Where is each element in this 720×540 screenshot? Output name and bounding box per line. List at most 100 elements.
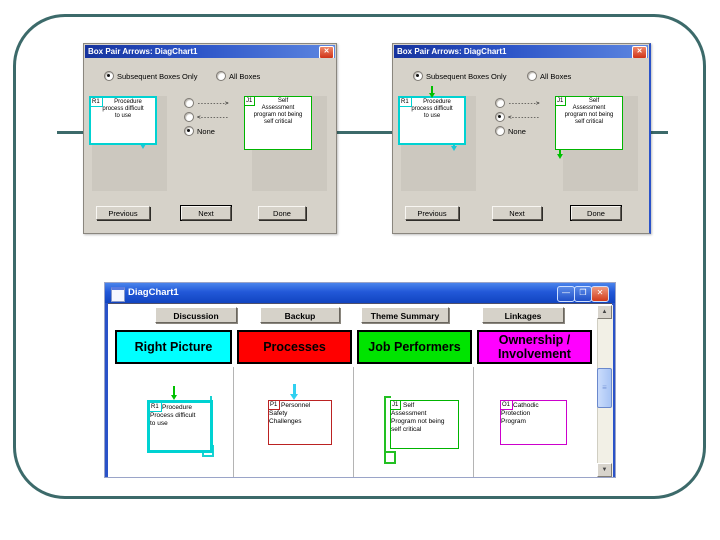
radio-icon[interactable] <box>495 98 505 108</box>
column-header-right-picture[interactable]: Right Picture <box>115 330 232 364</box>
radio-label: <--------- <box>508 113 540 121</box>
scroll-up-icon[interactable]: ▲ <box>597 305 612 319</box>
column-divider <box>233 367 234 477</box>
column-divider <box>473 367 474 477</box>
box-r1[interactable]: R1 Procedure process difficult to use <box>398 96 466 145</box>
box-r1[interactable]: R1 Procedure Process difficult to use <box>147 400 213 453</box>
radio-label: Subsequent Boxes Only <box>426 71 507 81</box>
discussion-button[interactable]: Discussion <box>155 307 237 323</box>
window-border-right <box>612 303 615 477</box>
radio-label: None <box>508 126 526 136</box>
dialog-titlebar[interactable]: Box Pair Arrows: DiagChart1 ✕ <box>394 45 648 58</box>
green-arrow-stem-icon <box>559 148 561 154</box>
box-text: Protection <box>501 410 531 417</box>
box-text: Personnel <box>281 402 311 409</box>
scroll-down-icon[interactable]: ▼ <box>597 463 612 477</box>
box-text: to use <box>150 420 168 427</box>
box-id: J1 <box>245 97 256 106</box>
window-title: DiagChart1 <box>128 287 179 298</box>
linkages-button[interactable]: Linkages <box>482 307 564 323</box>
restore-icon[interactable]: ❐ <box>574 286 592 302</box>
radio-arrow-right[interactable]: ---------> <box>495 98 540 108</box>
green-arrow-down-icon <box>557 154 563 159</box>
close-icon[interactable]: ✕ <box>632 46 647 58</box>
backup-button[interactable]: Backup <box>260 307 340 323</box>
radio-icon[interactable] <box>495 126 505 136</box>
radio-none[interactable]: None <box>495 126 526 136</box>
radio-icon[interactable] <box>184 112 194 122</box>
close-icon[interactable]: ✕ <box>591 286 609 302</box>
radio-label: All Boxes <box>540 71 572 81</box>
column-header-processes[interactable]: Processes <box>237 330 352 364</box>
radio-icon[interactable] <box>104 71 114 81</box>
scrollbar-thumb[interactable]: ≡ <box>597 368 612 408</box>
radio-all-boxes[interactable]: All Boxes <box>216 71 260 81</box>
box-j1[interactable]: J1 Self Assessment program not being sel… <box>555 96 623 150</box>
box-o1[interactable]: O1 Cathodic Protection Program <box>500 400 567 445</box>
radio-arrow-left[interactable]: <--------- <box>495 112 540 122</box>
radio-icon[interactable] <box>184 98 194 108</box>
radio-label: None <box>197 126 215 136</box>
column-header-ownership[interactable]: Ownership / Involvement <box>477 330 592 364</box>
box-text: to use <box>114 113 132 119</box>
box-text: self critical <box>263 119 292 125</box>
next-button[interactable]: Next <box>492 206 542 220</box>
document-icon <box>111 287 125 302</box>
dialog-titlebar[interactable]: Box Pair Arrows: DiagChart1 ✕ <box>85 45 335 58</box>
radio-label: Subsequent Boxes Only <box>117 71 198 81</box>
box-text: process difficult <box>411 106 453 112</box>
box-j1[interactable]: J1 Self Assessment Program not being sel… <box>390 400 459 449</box>
box-r1[interactable]: R1 Procedure process difficult to use <box>89 96 157 145</box>
dialog-title: Box Pair Arrows: DiagChart1 <box>88 47 198 56</box>
box-id: R1 <box>91 98 103 107</box>
box-pair-arrows-dialog-2: Box Pair Arrows: DiagChart1 ✕ Subsequent… <box>392 43 651 234</box>
box-text: Program <box>501 418 526 425</box>
box-text: program not being <box>253 112 303 118</box>
box-id: P1 <box>269 401 281 410</box>
box-id: R1 <box>150 403 162 412</box>
green-bracket-line <box>384 396 386 459</box>
box-p1[interactable]: P1 Personnel Safety Challenges <box>268 400 332 445</box>
column-divider <box>353 367 354 477</box>
done-button[interactable]: Done <box>571 206 621 220</box>
box-text: to use <box>423 113 441 119</box>
next-button[interactable]: Next <box>181 206 231 220</box>
radio-label: ---------> <box>197 99 229 107</box>
done-button[interactable]: Done <box>258 206 306 220</box>
green-arrow-stem-icon <box>173 386 175 395</box>
box-text: Procedure <box>162 404 192 411</box>
box-j1[interactable]: J1 Self Assessment program not being sel… <box>244 96 312 150</box>
column-header-label: Right Picture <box>134 340 213 354</box>
previous-button[interactable]: Previous <box>96 206 150 220</box>
radio-icon[interactable] <box>413 71 423 81</box>
dialog-title: Box Pair Arrows: DiagChart1 <box>397 47 507 56</box>
minimize-icon[interactable]: — <box>557 286 575 302</box>
previous-button[interactable]: Previous <box>405 206 459 220</box>
radio-arrow-left[interactable]: <--------- <box>184 112 229 122</box>
green-arrow-stem-icon <box>431 86 433 93</box>
column-header-job-performers[interactable]: Job Performers <box>357 330 472 364</box>
radio-label: <--------- <box>197 113 229 121</box>
radio-icon[interactable] <box>495 112 505 122</box>
box-text: self critical <box>391 426 422 433</box>
radio-icon[interactable] <box>527 71 537 81</box>
box-text: program not being <box>564 112 614 118</box>
green-arrow-down-icon <box>429 93 435 98</box>
radio-subsequent-boxes-only[interactable]: Subsequent Boxes Only <box>413 71 506 81</box>
box-text: process difficult <box>102 106 144 112</box>
column-header-label: Ownership / Involvement <box>498 333 571 361</box>
box-id: J1 <box>391 401 402 410</box>
diagchart-window: DiagChart1 — ❐ ✕ Discussion Backup Theme… <box>105 283 615 477</box>
box-text: self critical <box>574 119 603 125</box>
radio-icon[interactable] <box>216 71 226 81</box>
window-titlebar[interactable]: DiagChart1 — ❐ ✕ <box>105 283 615 303</box>
theme-summary-button[interactable]: Theme Summary <box>361 307 449 323</box>
radio-subsequent-boxes-only[interactable]: Subsequent Boxes Only <box>104 71 197 81</box>
radio-all-boxes[interactable]: All Boxes <box>527 71 571 81</box>
close-icon[interactable]: ✕ <box>319 46 334 58</box>
radio-icon[interactable] <box>184 126 194 136</box>
box-text: Procedure <box>114 99 142 105</box>
radio-arrow-right[interactable]: ---------> <box>184 98 229 108</box>
box-text: Program not being <box>391 418 445 425</box>
radio-none[interactable]: None <box>184 126 215 136</box>
